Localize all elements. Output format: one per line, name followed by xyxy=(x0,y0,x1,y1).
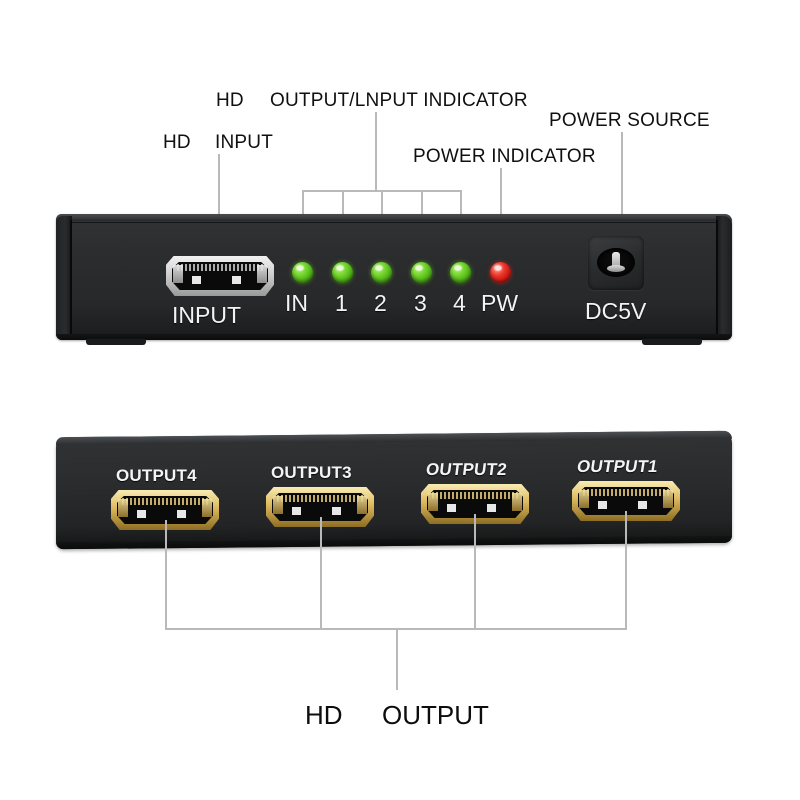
dc-jack-pin xyxy=(607,252,625,272)
hdmi-output-3-left-edge xyxy=(273,496,283,514)
output3-label: OUTPUT3 xyxy=(271,463,352,482)
led-in xyxy=(292,262,313,283)
device-output-top-bevel xyxy=(56,430,732,446)
leader-line-output1 xyxy=(625,511,627,630)
output1-label: OUTPUT1 xyxy=(575,457,660,476)
hdmi-output-4-right-edge xyxy=(202,499,212,517)
device-front-top-bevel xyxy=(56,214,732,221)
output2-label: OUTPUT2 xyxy=(424,460,508,479)
led-label-in: IN xyxy=(285,290,308,316)
leader-line-indicator-stem xyxy=(375,112,377,192)
device-front-left-side xyxy=(56,216,72,338)
led-label-2: 2 xyxy=(374,290,387,316)
led-1 xyxy=(332,262,353,283)
leader-line-output-caption-stem xyxy=(396,628,398,690)
hdmi-output-4[interactable] xyxy=(111,490,219,530)
device-front-panel: INPUT IN 1 2 3 4 PW DC5V xyxy=(56,214,732,345)
device-front-right-side xyxy=(716,216,732,338)
device-front-foot-right xyxy=(642,339,702,345)
hdmi-output-1-pins xyxy=(583,489,669,496)
hdmi-output-2-pins xyxy=(432,492,518,499)
device-front-seam xyxy=(66,222,722,223)
hdmi-output-1-right-edge xyxy=(663,490,673,508)
hdmi-output-3-pins xyxy=(277,495,363,502)
caption-output: OUTPUT xyxy=(382,700,489,730)
hdmi-input-port[interactable] xyxy=(166,256,274,296)
hdmi-output-2-right-edge xyxy=(512,493,522,511)
hdmi-output-4-left-edge xyxy=(118,499,128,517)
dc-power-jack[interactable] xyxy=(588,236,644,290)
hdmi-output-1-left-edge xyxy=(579,490,589,508)
callout-input: INPUT xyxy=(215,132,273,153)
leader-line-input xyxy=(218,154,220,272)
led-pw xyxy=(490,262,511,283)
led-4 xyxy=(450,262,471,283)
hdmi-output-1-tab-2 xyxy=(638,501,647,509)
callout-power-indicator: POWER INDICATOR xyxy=(413,146,596,167)
hdmi-output-2-tab-2 xyxy=(487,504,496,512)
device-front-foot-left xyxy=(86,339,146,345)
callout-output-input-indicator: OUTPUT/LNPUT INDICATOR xyxy=(270,90,528,111)
leader-line-output3 xyxy=(320,517,322,630)
led-label-1: 1 xyxy=(335,290,348,316)
callout-hd-top: HD xyxy=(216,90,244,111)
hdmi-input-left-edge xyxy=(173,265,183,283)
hdmi-output-3-tab-1 xyxy=(292,507,301,515)
hdmi-output-4-tab-2 xyxy=(177,510,186,518)
hdmi-input-tab-1 xyxy=(192,276,201,284)
led-2 xyxy=(371,262,392,283)
device-front-bottom-edge xyxy=(56,334,732,340)
hdmi-output-4-pins xyxy=(122,498,208,505)
led-label-pw: PW xyxy=(481,290,519,316)
input-port-label: INPUT xyxy=(172,302,241,328)
hdmi-output-2-left-edge xyxy=(428,493,438,511)
hdmi-input-pins xyxy=(177,264,263,271)
led-label-3: 3 xyxy=(414,290,427,316)
led-label-4: 4 xyxy=(453,290,466,316)
led-3 xyxy=(411,262,432,283)
hdmi-input-right-edge xyxy=(257,265,267,283)
leader-line-output2 xyxy=(474,514,476,630)
leader-line-output4 xyxy=(165,520,167,630)
dc-jack-label: DC5V xyxy=(585,298,647,324)
device-output-panel: OUTPUT4 OUTPUT3 OUTPUT2 xyxy=(56,430,732,550)
device-output-bottom-bevel xyxy=(56,535,732,550)
leader-line-power-source xyxy=(621,132,623,256)
hdmi-input-tab-2 xyxy=(232,276,241,284)
callout-power-source: POWER SOURCE xyxy=(549,110,710,131)
hdmi-output-2-tab-1 xyxy=(447,504,456,512)
hdmi-output-3-right-edge xyxy=(357,496,367,514)
caption-hd: HD xyxy=(305,700,343,730)
callout-hd-left: HD xyxy=(163,132,191,153)
hdmi-output-4-tab-1 xyxy=(137,510,146,518)
hdmi-output-3-tab-2 xyxy=(332,507,341,515)
hdmi-output-1-tab-1 xyxy=(598,501,607,509)
output4-label: OUTPUT4 xyxy=(116,466,197,485)
